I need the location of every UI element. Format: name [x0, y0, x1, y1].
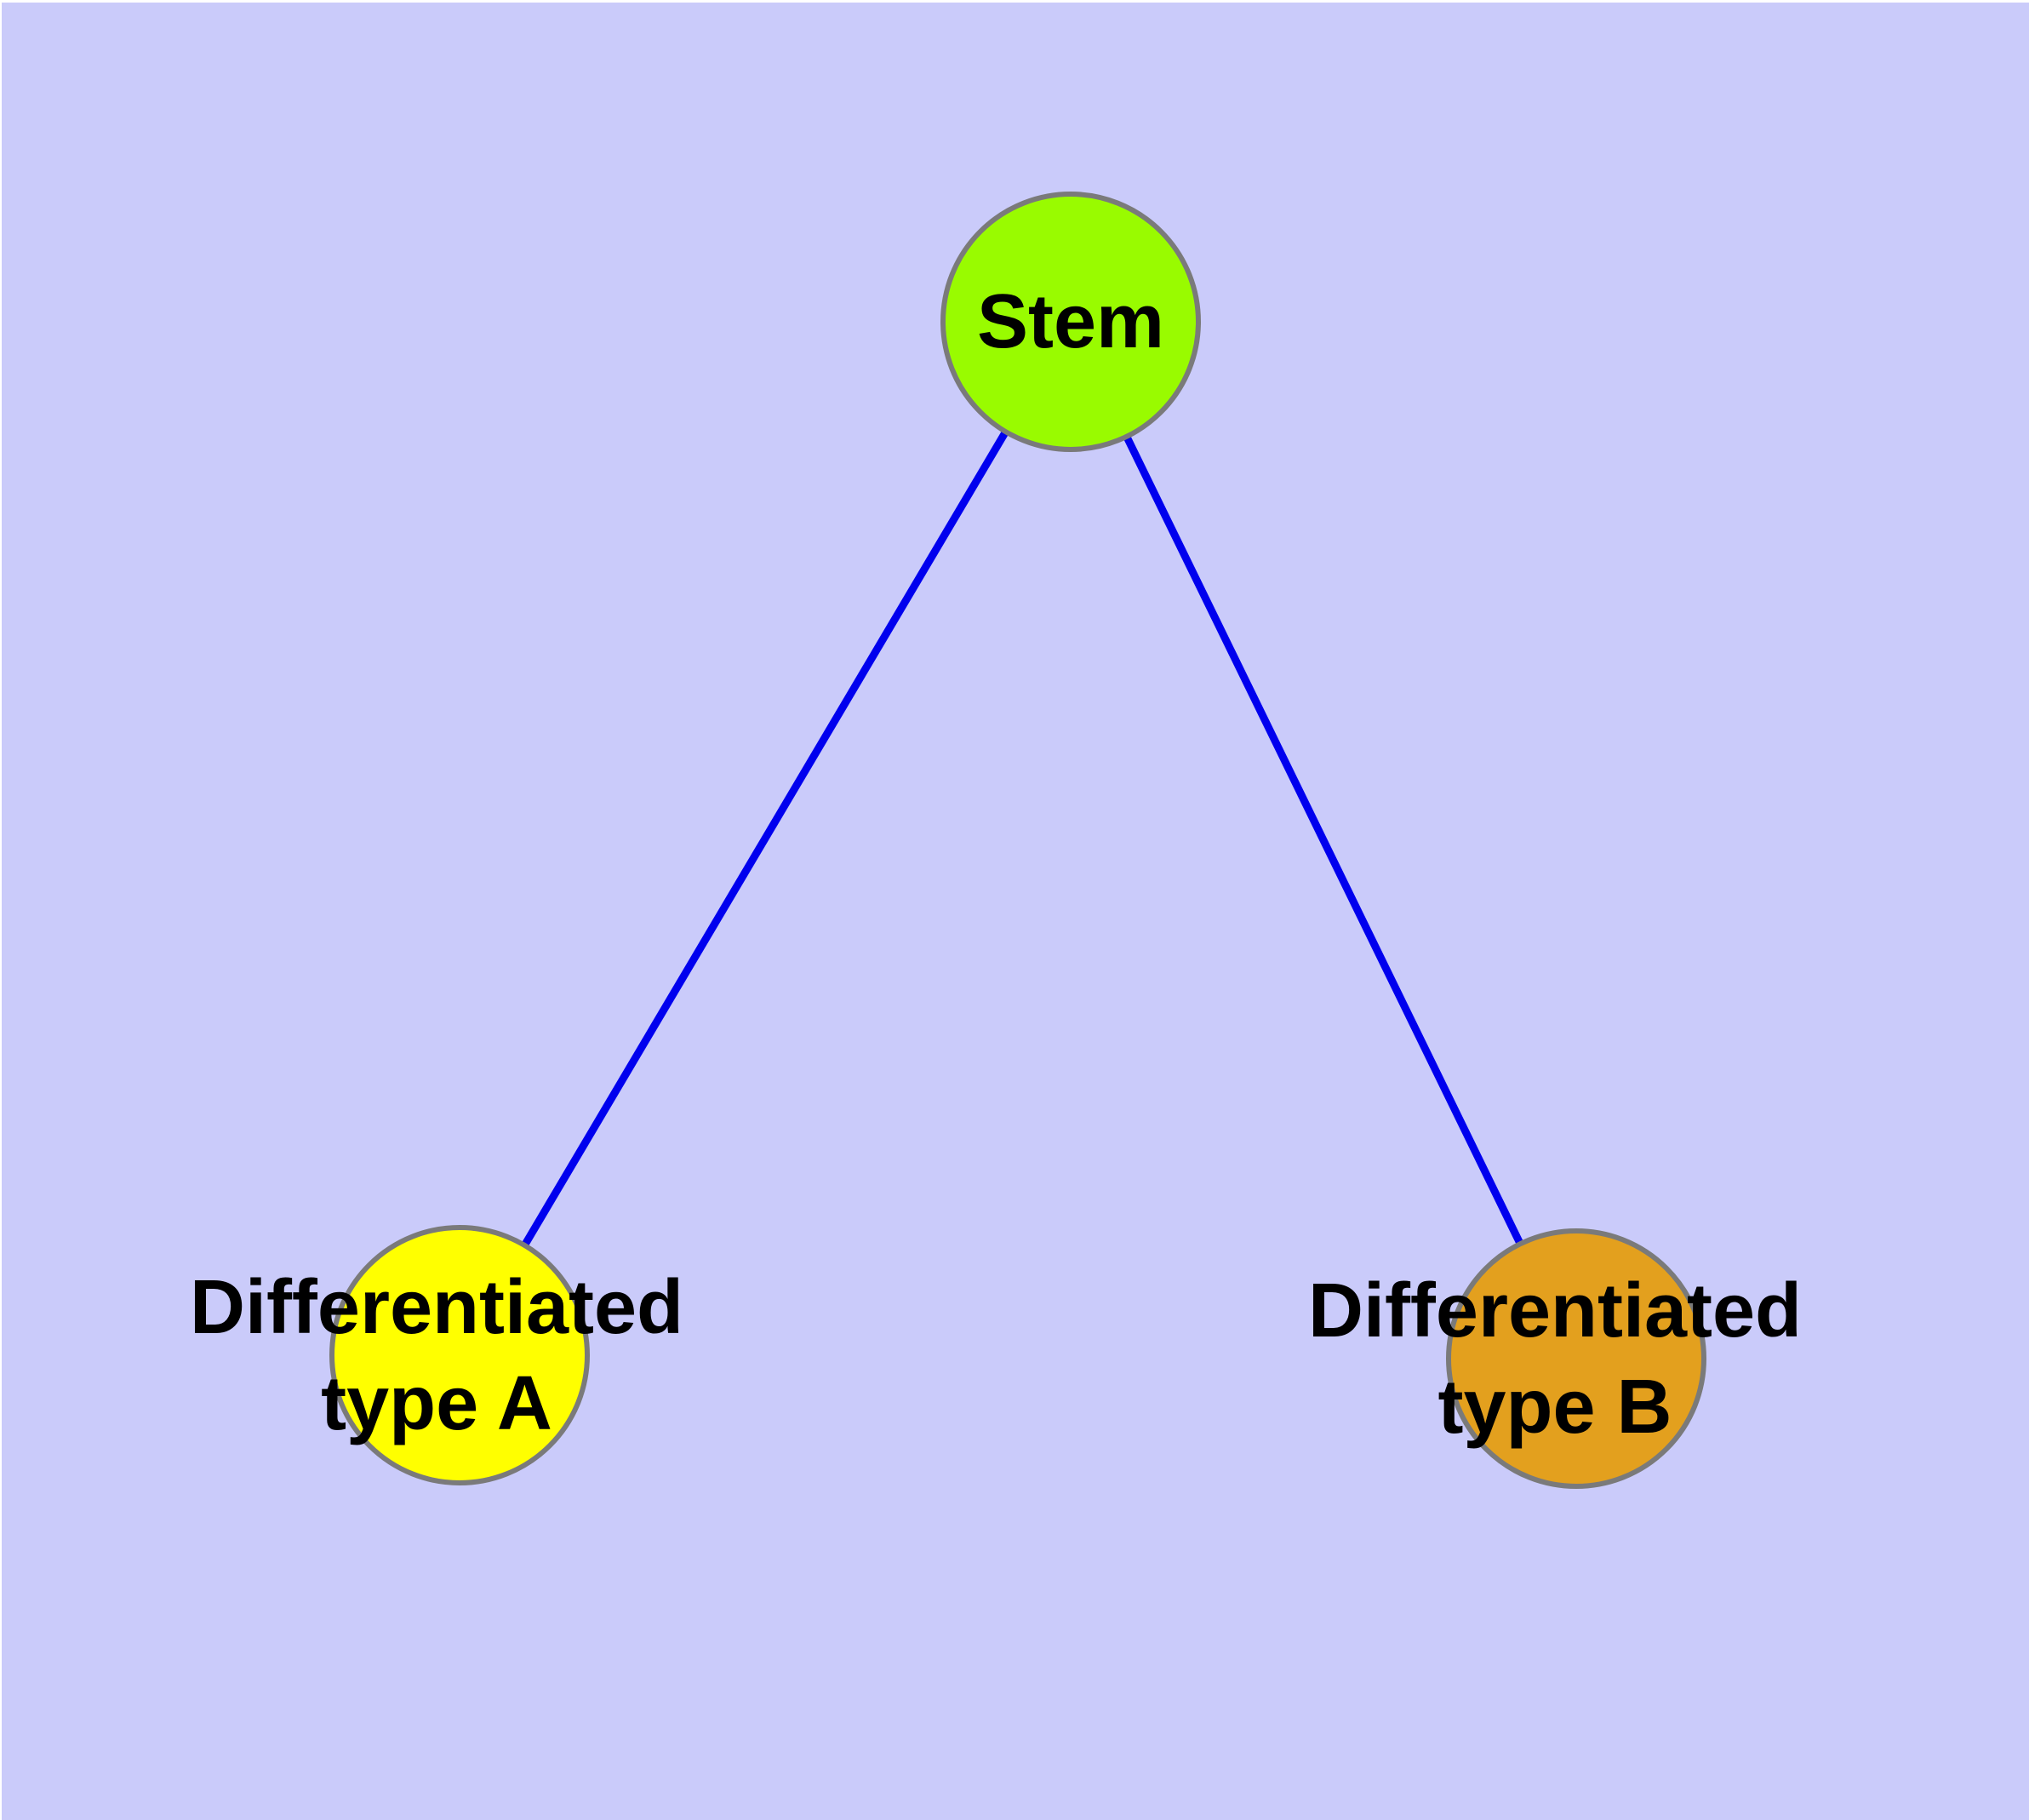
node-differentiated-type-b: Differentiated type B	[1308, 1228, 1802, 1489]
node-stem: Stem	[940, 192, 1201, 452]
node-type-b-label-line1: Differentiated	[1308, 1268, 1802, 1354]
node-type-b-label-line2: type B	[1437, 1365, 1672, 1450]
edge-stem-to-type-a	[456, 319, 1074, 1358]
node-type-a-label-line2: type A	[321, 1361, 552, 1446]
node-differentiated-type-a: Differentiated type A	[190, 1225, 683, 1485]
node-type-b-circle	[1446, 1228, 1706, 1489]
node-type-a-label-line1: Differentiated	[190, 1265, 683, 1350]
node-stem-circle	[940, 192, 1201, 452]
node-type-a-circle	[329, 1225, 590, 1485]
node-stem-label: Stem	[977, 279, 1164, 364]
edge-stem-to-type-b	[1066, 320, 1580, 1360]
